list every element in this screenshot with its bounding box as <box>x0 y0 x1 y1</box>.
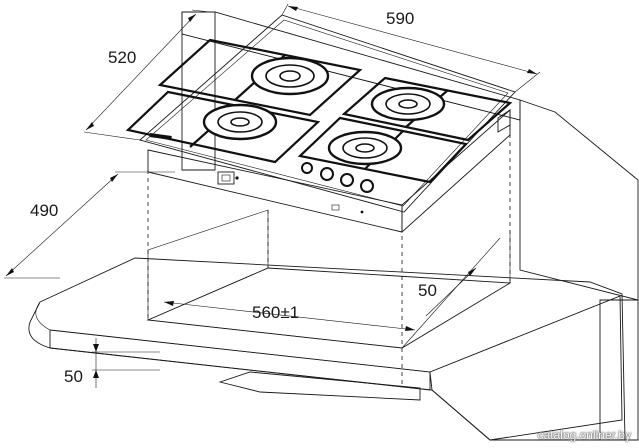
watermark: catalog.onliner.by <box>537 428 631 442</box>
hob-body <box>147 109 511 234</box>
dim-label-520: 520 <box>108 48 136 67</box>
worktop <box>28 257 626 441</box>
hob-burners <box>202 56 446 166</box>
hob-knobs <box>301 162 374 193</box>
dimension-50-front: 50 <box>64 338 160 388</box>
dim-label-50-front: 50 <box>64 367 83 386</box>
dim-label-560-tolerance: ±1 <box>280 303 299 322</box>
dimension-560: 560±1 <box>163 301 416 331</box>
dim-label-560: 560 <box>252 303 280 322</box>
dimension-50-right: 50 <box>401 230 511 349</box>
dimension-520: 520 <box>83 9 211 141</box>
dim-label-490: 490 <box>30 201 58 220</box>
dim-label-590: 590 <box>386 9 414 28</box>
side-wall <box>519 99 639 441</box>
svg-text:560±1: 560±1 <box>252 303 299 322</box>
dimension-590: 590 <box>281 3 541 93</box>
dimension-490: 490 <box>4 171 175 279</box>
dim-label-50-right: 50 <box>418 281 437 300</box>
